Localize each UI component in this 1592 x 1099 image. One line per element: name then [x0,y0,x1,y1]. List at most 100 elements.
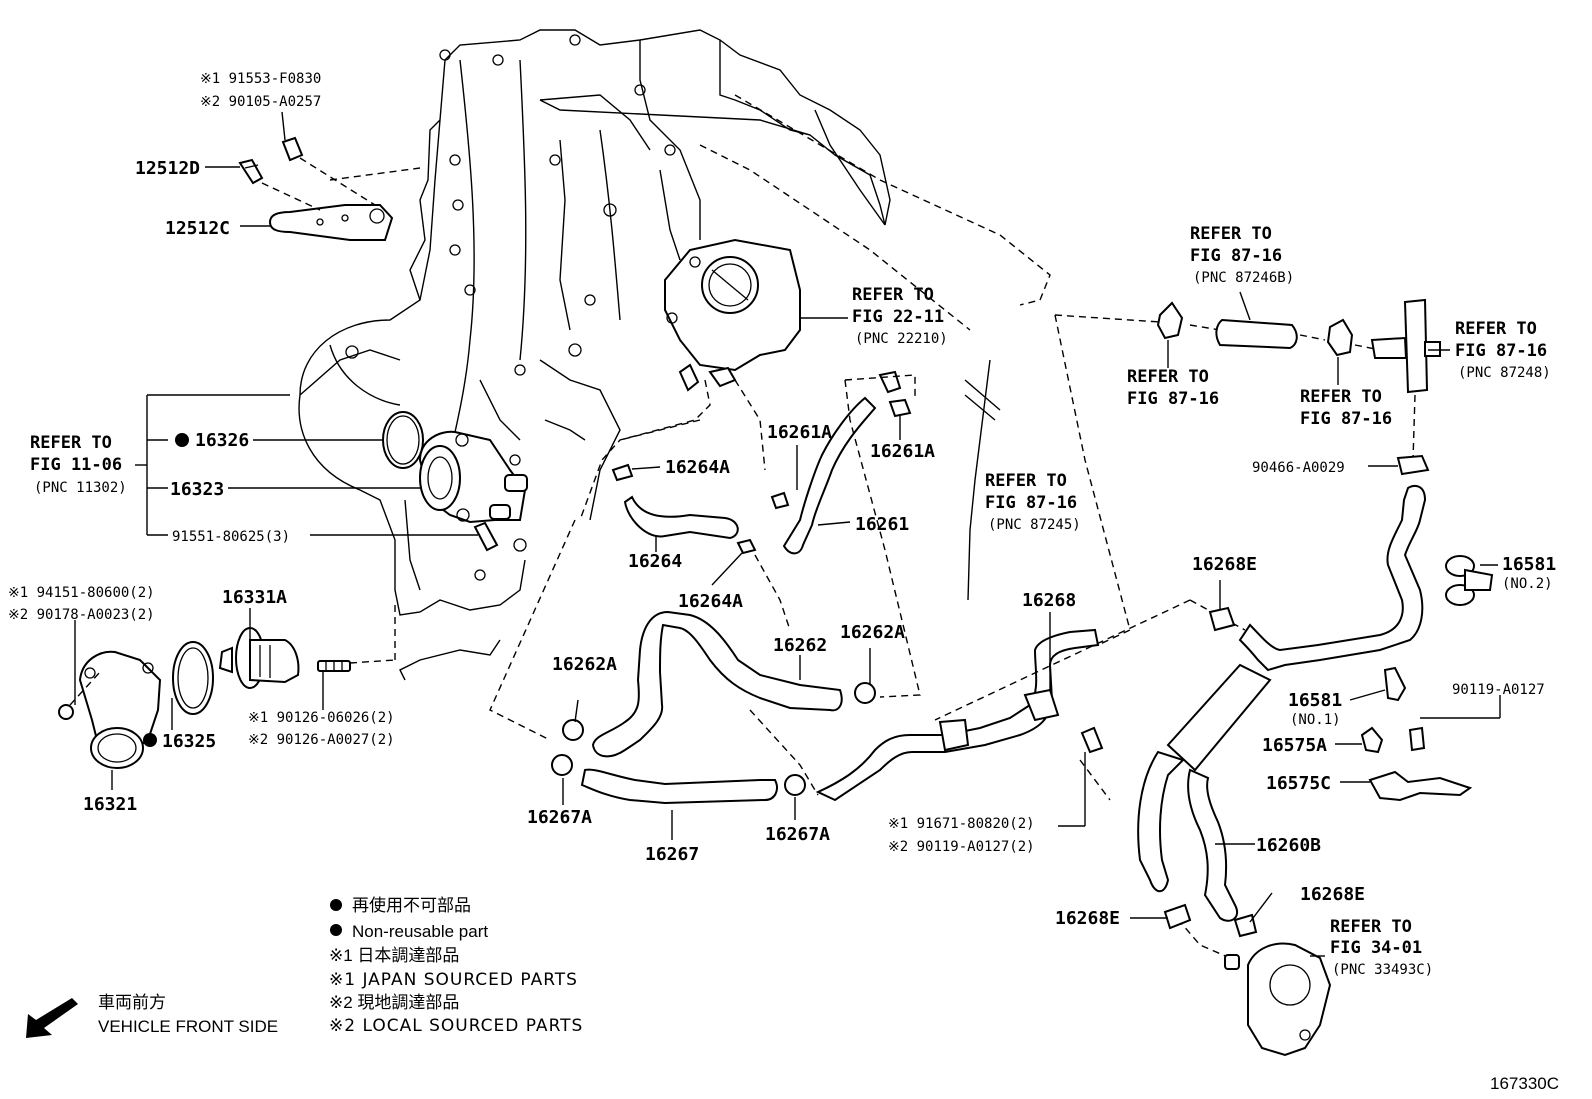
label-refer-fig87-245-line1[interactable]: REFER TO [985,471,1067,491]
label-refer-fig22-line3[interactable]: (PNC 22210) [855,331,948,347]
label-16323[interactable]: 16323 [170,479,224,500]
clamp-fig87-a-icon[interactable] [1156,301,1184,340]
clamp-fig87-b-icon[interactable] [1326,318,1354,357]
stud-90126-icon[interactable] [317,660,351,672]
water-inlet-16321-icon[interactable] [78,650,162,769]
label-16264a-bottom[interactable]: 16264A [678,591,743,612]
label-16268e-right[interactable]: 16268E [1300,884,1365,905]
bolt-91553-icon[interactable] [281,136,304,162]
label-16260b[interactable]: 16260B [1256,835,1321,856]
bracket-16575c-icon[interactable] [1368,770,1473,802]
label-refer-fig87-246-line3[interactable]: (PNC 87246B) [1193,270,1294,286]
label-16264a-top[interactable]: 16264A [665,457,730,478]
label-16262[interactable]: 16262 [773,635,827,656]
throttle-body-icon[interactable] [664,238,801,392]
legend-jp-local: ※2 現地調達部品 [329,993,459,1012]
label-16261[interactable]: 16261 [855,514,909,535]
label-refer-fig87-b-line2[interactable]: FIG 87-16 [1300,409,1392,429]
label-16267a-right[interactable]: 16267A [765,824,830,845]
label-refer-fig11-line1[interactable]: REFER TO [30,433,112,453]
clamp-16268e-icon[interactable] [1163,606,1258,938]
label-refer-fig34-line1[interactable]: REFER TO [1330,917,1412,937]
label-bolt-note1: ※1 91553-F0830 [200,71,321,87]
clamp-16267a-icon[interactable] [551,754,806,796]
clamp-16264a-icon[interactable] [611,463,757,555]
label-refer-fig87-246-line2[interactable]: FIG 87-16 [1190,246,1282,266]
label-refer-fig87-b-line1[interactable]: REFER TO [1300,387,1382,407]
label-16268e-top[interactable]: 16268E [1192,554,1257,575]
hose-16262-icon[interactable] [591,610,843,758]
label-refer-fig34-line2[interactable]: FIG 34-01 [1330,938,1422,958]
label-16267[interactable]: 16267 [645,844,699,865]
label-refer-fig87-246-line1[interactable]: REFER TO [1190,224,1272,244]
label-refer-fig22-line1[interactable]: REFER TO [852,285,934,305]
label-refer-fig22-line2[interactable]: FIG 22-11 [852,307,944,327]
hose-16268-icon[interactable] [815,628,1100,802]
front-arrow-icon [26,998,78,1038]
clamp-90466-icon[interactable] [1396,454,1430,476]
label-12512c[interactable]: 12512C [165,218,230,239]
bolt-12512d-icon[interactable] [238,158,264,185]
hose-87246b-icon[interactable] [1215,318,1298,350]
label-16268e-left[interactable]: 16268E [1055,908,1120,929]
label-16264[interactable]: 16264 [628,551,682,572]
label-16331a[interactable]: 16331A [222,587,287,608]
screw-94151-icon[interactable] [58,704,74,720]
label-90119[interactable]: 90119-A0127 [1452,682,1545,698]
label-16268[interactable]: 16268 [1022,590,1076,611]
label-refer-fig87-a-line2[interactable]: FIG 87-16 [1127,389,1219,409]
label-refer-fig87-248-line2[interactable]: FIG 87-16 [1455,341,1547,361]
label-refer-fig87-248-line1[interactable]: REFER TO [1455,319,1537,339]
bolt-91671-icon[interactable] [1080,726,1104,754]
label-16262a-right[interactable]: 16262A [840,622,905,643]
label-screw-note1: ※1 94151-80600(2) [8,585,155,601]
label-16581-no2[interactable]: 16581 [1502,554,1556,575]
water-outlet-16323-icon[interactable] [418,430,528,524]
label-16262a-left[interactable]: 16262A [552,654,617,675]
label-refer-fig87-248-line3[interactable]: (PNC 87248) [1458,365,1551,381]
clamp-16581-no1-icon[interactable] [1383,666,1407,702]
label-12512d[interactable]: 12512D [135,158,200,179]
label-stud-note1: ※1 90126-06026(2) [248,710,395,726]
label-16575c[interactable]: 16575C [1266,773,1331,794]
clamp-16581-no2-icon[interactable] [1445,555,1494,606]
label-refer-fig87-a-line1[interactable]: REFER TO [1127,367,1209,387]
legend-jp-japan: ※1 日本調達部品 [329,946,459,965]
label-16267a-left[interactable]: 16267A [527,807,592,828]
label-refer-fig34-line3[interactable]: (PNC 33493C) [1332,962,1433,978]
oring-16326-icon[interactable] [382,411,424,469]
label-refer-fig87-245-line3[interactable]: (PNC 87245) [988,517,1081,533]
hose-16260b-icon[interactable] [1137,485,1427,922]
label-refer-fig11-line2[interactable]: FIG 11-06 [30,455,122,475]
legend-en-japan: ※1 JAPAN SOURCED PARTS [329,970,578,990]
nonreusable-dot-16326 [175,433,189,447]
hose-16267-icon[interactable] [580,768,778,805]
legend-dot-jp [330,899,342,911]
vacuum-pump-33493c-icon[interactable] [1224,942,1332,1057]
bracket-12512c-icon[interactable] [268,204,394,241]
label-16575a[interactable]: 16575A [1262,735,1327,756]
label-refer-fig87-245-line2[interactable]: FIG 87-16 [985,493,1077,513]
label-refer-fig11-line3[interactable]: (PNC 11302) [34,480,127,496]
engine-timing-cover [298,29,891,681]
label-16581-no1[interactable]: 16581 [1288,690,1342,711]
leader-lines [74,111,1501,957]
label-16261a-right[interactable]: 16261A [870,441,935,462]
label-16326[interactable]: 16326 [195,430,249,451]
hose-16264-icon[interactable] [623,495,739,540]
union-87248-icon[interactable] [1370,298,1441,394]
label-16321[interactable]: 16321 [83,794,137,815]
clamp-16262a-icon[interactable] [562,682,876,741]
bolt-90119-icon[interactable] [1408,726,1426,752]
label-16325[interactable]: 16325 [162,731,216,752]
clamp-16261a-icon[interactable] [770,398,912,510]
label-16261a-left[interactable]: 16261A [767,422,832,443]
bracket-16575a-icon[interactable] [1360,726,1384,754]
gasket-16325-icon[interactable] [172,641,214,715]
bolt-91551-icon[interactable] [473,521,499,552]
thermostat-16331a-icon[interactable] [218,627,300,689]
label-91551[interactable]: 91551-80625(3) [172,529,290,545]
label-90466[interactable]: 90466-A0029 [1252,460,1345,476]
label-16581-no1-sub: (NO.1) [1290,712,1341,728]
